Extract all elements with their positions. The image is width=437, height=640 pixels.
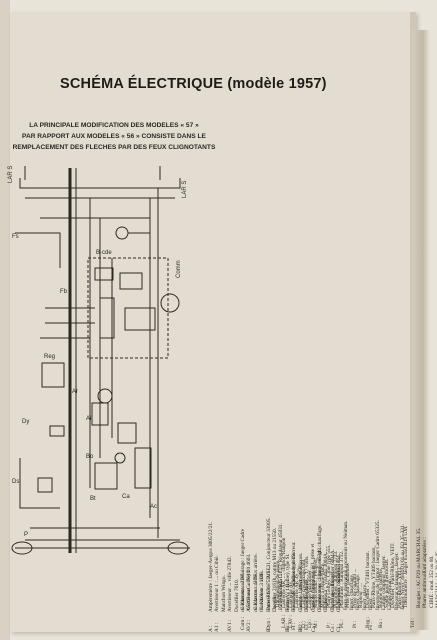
document-page	[10, 12, 416, 632]
diagram-label-p: P	[24, 532, 28, 538]
intro-line: REMPLACEMENT DES FLECHES PAR DES FEUX CL…	[12, 144, 216, 151]
diagram-label-ds: Ds	[12, 479, 19, 485]
diagram-label-ar: Ar	[72, 389, 78, 395]
legend-text: Thermomètre : Jaeger 65350 B19 GM.	[403, 525, 410, 608]
diagram-label-ac: Ac	[150, 504, 157, 510]
intro-line: PAR RAPPORT AUX MODELES « 56 » CONSISTE …	[22, 133, 206, 140]
page-title: SCHÉMA ÉLECTRIQUE (modèle 1957)	[60, 76, 327, 92]
binder-edge	[0, 0, 10, 640]
diagram-label-bcde: B·cde	[96, 250, 112, 256]
diagram-label-dy: Dy	[22, 419, 29, 425]
intro-text: LA PRINCIPALE MODIFICATION DES MODELES «…	[2, 120, 226, 153]
diagram-label-bo: Bo	[86, 454, 94, 460]
diagram-label-reg: Reg	[44, 354, 55, 360]
diagram-label-ai: Ai	[86, 416, 91, 422]
diagram-label-fs: Fs	[12, 234, 19, 240]
diagram-label-ca: Ca	[122, 494, 130, 500]
page-stack-edge	[412, 30, 430, 630]
intro-line: LA PRINCIPALE MODIFICATION DES MODELES «…	[29, 122, 199, 129]
wiring-diagram: LAR S LAR S Fs B·cde Fb Reg Ar Dy Ai Bo …	[8, 166, 190, 555]
diagram-label-comm: Comm	[176, 260, 182, 278]
diagram-label-bt: Bt	[90, 496, 96, 502]
legend-column: Transmetteur de jauge.LAR :Lanterne AR, …	[275, 519, 437, 628]
diagram-label-fb: Fb	[60, 289, 68, 295]
diagram-label-lar-s-right: LAR S	[182, 181, 188, 198]
diagram-label-lar-s-left: LAR S	[8, 166, 14, 183]
